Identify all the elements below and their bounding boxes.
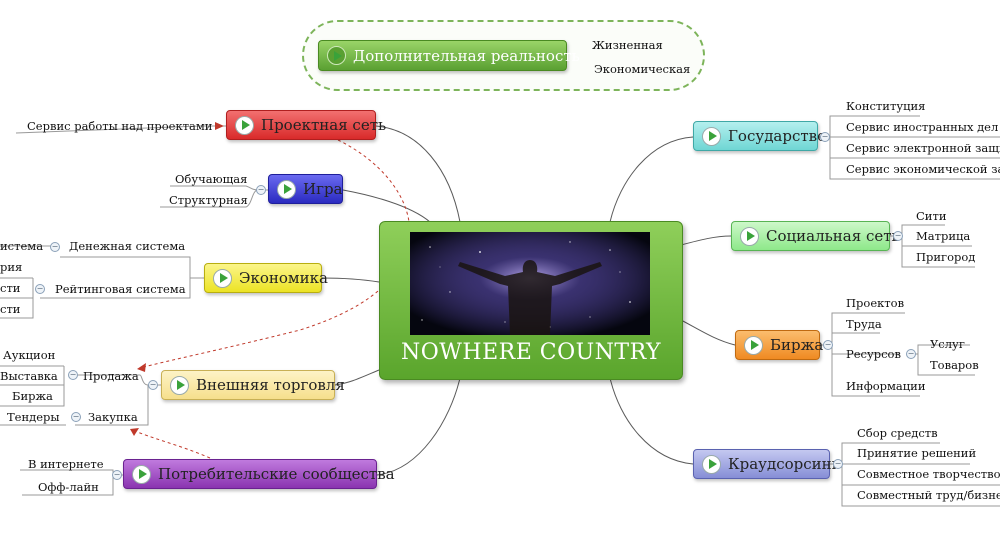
- collapse-icon[interactable]: −: [71, 412, 81, 422]
- play-icon: [744, 335, 763, 355]
- topic-state[interactable]: Государство: [693, 121, 826, 151]
- play-icon: [213, 268, 232, 288]
- target-icon: [327, 46, 346, 65]
- topic-label: Игра: [303, 180, 343, 198]
- leaf-e-protection[interactable]: Сервис электронной защит: [846, 141, 1000, 155]
- leaf-tenders[interactable]: Тендеры: [7, 410, 60, 424]
- collapse-icon[interactable]: −: [820, 132, 830, 142]
- topic-label: Государство: [728, 127, 827, 145]
- leaf-suburb[interactable]: Пригород: [916, 250, 976, 264]
- collapse-icon[interactable]: −: [50, 242, 60, 252]
- leaf-services[interactable]: Услуг: [930, 337, 965, 351]
- topic-label: Проектная сеть: [261, 116, 387, 134]
- topic-economy[interactable]: Экономика: [204, 263, 328, 293]
- topic-project-network[interactable]: Проектная сеть: [226, 110, 386, 140]
- leaf-project-service[interactable]: Сервис работы над проектами: [27, 119, 213, 133]
- leaf-labor[interactable]: Труда: [846, 317, 882, 331]
- collapse-icon[interactable]: −: [906, 349, 916, 359]
- topic-label: Краудсорсинг: [728, 455, 840, 473]
- leaf-ekonomicheskaya[interactable]: Экономическая: [594, 62, 691, 76]
- leaf-sale[interactable]: Продажа: [83, 369, 139, 383]
- leaf-goods[interactable]: Товаров: [930, 358, 979, 372]
- leaf-obuchayushaya[interactable]: Обучающая: [175, 172, 248, 186]
- topic-consumer-communities[interactable]: Потребительские сообщества: [123, 459, 395, 489]
- topic-crowdsourcing[interactable]: Краудсорсинг: [693, 449, 840, 479]
- topic-exchange[interactable]: Биржа: [735, 330, 824, 360]
- leaf-co-creation[interactable]: Совместное творчество: [857, 467, 1000, 481]
- leaf-co-work[interactable]: Совместный труд/бизнес: [857, 488, 1000, 502]
- leaf-online[interactable]: В интернете: [28, 457, 104, 471]
- play-icon: [702, 454, 721, 474]
- topic-social-network[interactable]: Социальная сеть: [731, 221, 900, 251]
- leaf-monetary-sub[interactable]: истема: [0, 239, 44, 253]
- leaf-strukturnaya[interactable]: Структурная: [169, 193, 248, 207]
- leaf-monetary-system[interactable]: Денежная система: [69, 239, 186, 253]
- topic-foreign-trade[interactable]: Внешняя торговля: [161, 370, 345, 400]
- leaf-projects[interactable]: Проектов: [846, 296, 905, 310]
- leaf-auction[interactable]: Аукцион: [3, 348, 56, 362]
- leaf-exhibition[interactable]: Выставка: [0, 369, 58, 383]
- collapse-icon[interactable]: −: [823, 340, 833, 350]
- leaf-matrix[interactable]: Матрица: [916, 229, 971, 243]
- topic-label: Экономика: [239, 269, 328, 287]
- central-topic-title: NOWHERE COUNTRY: [400, 340, 661, 365]
- leaf-offline[interactable]: Офф-лайн: [38, 480, 99, 494]
- collapse-icon[interactable]: −: [256, 185, 266, 195]
- play-icon: [702, 126, 721, 146]
- collapse-icon[interactable]: −: [68, 370, 78, 380]
- topic-augmented-reality[interactable]: Дополнительная реальность: [318, 40, 580, 71]
- topic-label: Социальная сеть: [766, 227, 900, 245]
- leaf-rating-system[interactable]: Рейтинговая система: [55, 282, 186, 296]
- leaf-information[interactable]: Информации: [846, 379, 926, 393]
- leaf-econ-protection[interactable]: Сервис экономической защ: [846, 162, 1000, 176]
- topic-label: Потребительские сообщества: [158, 465, 395, 483]
- topic-game[interactable]: Игра: [268, 174, 343, 204]
- leaf-zhiznennaya[interactable]: Жизненная: [592, 38, 663, 52]
- play-icon: [277, 179, 296, 199]
- leaf-purchase[interactable]: Закупка: [88, 410, 138, 424]
- collapse-icon[interactable]: −: [148, 380, 158, 390]
- leaf-resources[interactable]: Ресурсов: [846, 347, 901, 361]
- central-topic[interactable]: NOWHERE COUNTRY: [379, 221, 683, 380]
- play-icon: [170, 375, 189, 395]
- leaf-constitution[interactable]: Конституция: [846, 99, 926, 113]
- play-icon: [740, 226, 759, 246]
- topic-label: Дополнительная реальность: [353, 46, 580, 65]
- play-icon: [132, 464, 151, 484]
- collapse-icon[interactable]: −: [833, 459, 843, 469]
- leaf-rating-sub-1[interactable]: рия: [0, 260, 23, 274]
- leaf-decision-making[interactable]: Принятие решений: [857, 446, 977, 460]
- topic-label: Внешняя торговля: [196, 376, 345, 394]
- leaf-fundraising[interactable]: Сбор средств: [857, 426, 938, 440]
- play-icon: [235, 115, 254, 135]
- collapse-icon[interactable]: −: [35, 284, 45, 294]
- cosmic-man-image: [410, 232, 650, 335]
- leaf-foreign-affairs[interactable]: Сервис иностранных дел: [846, 120, 999, 134]
- leaf-rating-sub-3[interactable]: сти: [0, 302, 21, 316]
- leaf-birzha[interactable]: Биржа: [12, 389, 53, 403]
- leaf-rating-sub-2[interactable]: сти: [0, 281, 21, 295]
- leaf-city[interactable]: Сити: [916, 209, 947, 223]
- collapse-icon[interactable]: −: [893, 231, 903, 241]
- topic-label: Биржа: [770, 336, 824, 354]
- collapse-icon[interactable]: −: [112, 470, 122, 480]
